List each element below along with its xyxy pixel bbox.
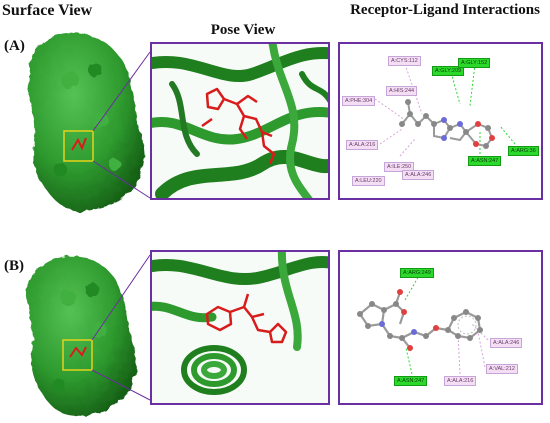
residue-tag: A:ALA:216	[444, 376, 477, 386]
pose-view-header: Pose View	[210, 22, 276, 38]
residue-tag: A:ARG:249	[400, 268, 434, 278]
protein-surface-b	[26, 256, 136, 416]
pose-view-a	[150, 42, 330, 200]
interaction-diagram-a: A:CYS:112 A:GLY:209 A:GLY:152 A:HIS:244 …	[338, 42, 543, 200]
residue-tag: A:ALA:246	[402, 170, 435, 180]
residue-tag: A:ASN:247	[394, 376, 428, 386]
pose-view-b	[150, 250, 330, 405]
binding-site-box-a	[63, 130, 94, 162]
ligand-a	[201, 87, 276, 165]
residue-tag: A:ASN:247	[468, 156, 502, 166]
residue-tag: A:ARG:36	[508, 146, 539, 156]
interaction-diagram-b: A:ARG:249 A:ALA:246 A:VAL:212 A:ALA:216 …	[338, 250, 543, 405]
residue-tag: A:HIS:244	[386, 86, 418, 96]
ligand-b	[205, 293, 288, 344]
panel-a-label: (A)	[4, 38, 25, 54]
residue-tag: A:ILE:250	[384, 162, 415, 172]
residue-tag: A:CYS:112	[388, 56, 421, 66]
receptor-ligand-interactions-header: Receptor-Ligand Interactions	[350, 2, 540, 18]
residue-tag: A:LEU:220	[352, 176, 385, 186]
helix-b	[181, 345, 247, 395]
residue-tag: A:GLY:209	[432, 66, 465, 76]
residue-tag: A:GLY:152	[458, 58, 491, 68]
residue-tag: A:ALA:216	[346, 140, 379, 150]
surface-view-header: Surface View	[2, 2, 93, 19]
protein-surface-a	[27, 32, 144, 212]
ligand-2d-b	[358, 291, 482, 349]
residue-tag: A:VAL:212	[486, 364, 518, 374]
binding-site-box-b	[62, 339, 93, 371]
residue-tag: A:ALA:246	[490, 338, 523, 348]
residue-tag: A:PHE:304	[342, 96, 376, 106]
panel-b-label: (B)	[4, 258, 24, 274]
